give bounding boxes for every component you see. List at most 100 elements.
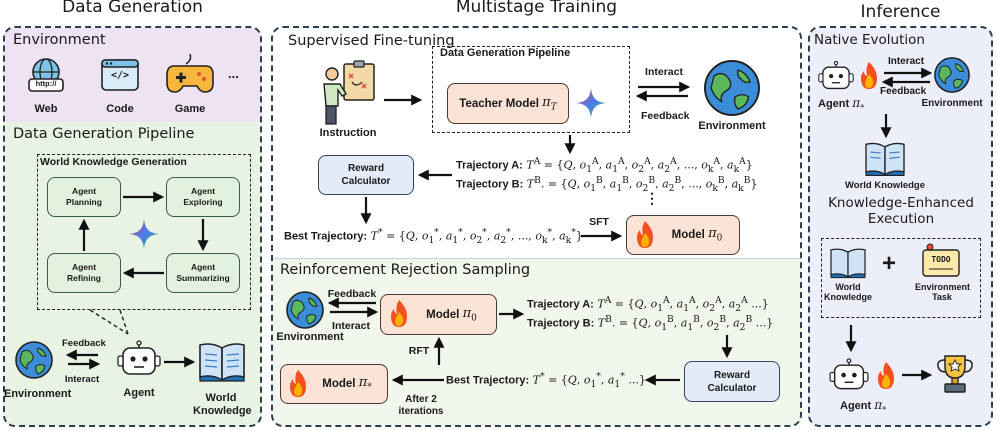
inference-agent-label: Agent π*	[818, 96, 864, 112]
after-iterations-label: After 2 iterations	[398, 394, 444, 417]
sft-trajectory-a: Trajectory A: TA = {Q, o1A, a1A, o2A, a2…	[456, 156, 753, 175]
final-agent-label: Agent π*	[840, 398, 886, 414]
env-item-game: Game	[174, 103, 206, 115]
inference-feedback-label: Feedback	[880, 86, 927, 97]
flame-icon-inference	[861, 62, 877, 89]
env-label-left: Environment	[4, 388, 72, 400]
env-item-code: Code	[106, 103, 134, 115]
sft-best-label: Best Trajectory:	[284, 230, 368, 243]
instruction-teacher-icon	[323, 60, 375, 125]
earth-icon-sft	[704, 60, 760, 116]
environment-task-label: Environment Task	[915, 282, 971, 303]
plus-sign: +	[882, 250, 897, 277]
world-knowledge-book-icon	[199, 343, 245, 382]
teacher-model-symbol: πT	[542, 94, 557, 113]
sft-interact-label: Interact	[645, 66, 683, 78]
teacher-model-label: Teacher Model	[459, 97, 539, 110]
step-agent-refining: Agent Refining	[47, 253, 121, 293]
web-icon	[28, 58, 64, 92]
rrs-feedback-label: Feedback	[327, 288, 377, 300]
wkg-box	[37, 154, 251, 310]
interact-label-left: Interact	[64, 374, 100, 385]
env-item-web: Web	[34, 103, 58, 115]
section-title-inference: Inference	[860, 2, 941, 22]
kee-heading: Knowledge-Enhanced Execution	[828, 195, 974, 227]
agent-label-left: Agent	[123, 387, 155, 399]
rrs-trajectory-b-label: Trajectory B:	[527, 317, 595, 330]
pipeline-heading: Data Generation Pipeline	[13, 126, 195, 142]
rrs-best-trajectory: Best Trajectory: T* = {Q, o1*, a1* ...}	[446, 371, 646, 390]
feedback-label-left: Feedback	[62, 338, 106, 349]
agent-robot-icon-inference	[818, 60, 854, 90]
inference-interact-label: Interact	[887, 56, 925, 67]
panel-data-generation	[3, 26, 262, 427]
rrs-interact-label: Interact	[332, 320, 370, 332]
callout-line-left	[89, 309, 129, 335]
world-knowledge-book-icon-kee	[830, 248, 866, 279]
kee-world-knowledge-label: World Knowledge	[823, 282, 872, 303]
rrs-environment-label: Environment	[276, 331, 344, 343]
todo-text: TODO	[931, 255, 951, 264]
panel-multistage-training	[271, 26, 802, 427]
sft-best-trajectory: Best Trajectory: T* = {Q, o1*, a1*, o2*,…	[284, 227, 583, 246]
code-icon	[101, 59, 139, 91]
sft-heading: Supervised Fine-tuning	[288, 33, 455, 49]
sft-trajectory-b: Trajectory B: TB. = {Q, o1B, a1B, o2B, a…	[456, 175, 758, 194]
sft-trajectory-b-label: Trajectory B:	[456, 178, 524, 191]
model-pi0-symbol-sft: π0	[708, 226, 723, 244]
kee-box	[821, 238, 981, 318]
inference-environment-label: Environment	[921, 98, 983, 109]
inference-world-knowledge-label: World Knowledge	[844, 180, 926, 191]
step-agent-exploring: Agent Exploring	[166, 177, 240, 217]
sft-pipeline-label: Data Generation Pipeline	[440, 47, 571, 59]
todo-task-icon	[922, 243, 960, 277]
agent-robot-icon	[117, 340, 161, 375]
model-pi0-label-sft: Model	[671, 229, 705, 241]
sparkle-icon	[129, 219, 159, 249]
environment-heading: Environment	[13, 32, 106, 48]
flame-icon-inference-final	[878, 362, 894, 389]
section-title-multistage-training: Multistage Training	[455, 0, 618, 17]
wkg-heading: World Knowledge Generation	[40, 156, 187, 168]
code-icon-text: </>	[110, 70, 130, 81]
sft-pipeline-box	[432, 46, 630, 133]
panel-inference	[808, 26, 993, 427]
native-evolution-heading: Native Evolution	[814, 32, 925, 48]
final-agent-symbol: π*	[874, 398, 887, 415]
sft-environment-label: Environment	[698, 120, 766, 132]
gamepad-icon	[166, 53, 214, 93]
world-knowledge-book-icon-inference	[865, 142, 905, 176]
callout-line-right	[119, 309, 129, 335]
trophy-icon	[937, 355, 973, 393]
env-ellipsis: ...	[228, 66, 239, 81]
sft-feedback-label: Feedback	[641, 110, 690, 122]
inference-agent-symbol: π*	[852, 96, 865, 113]
step-agent-summarizing: Agent Summarizing	[166, 253, 240, 293]
sft-trajectory-a-label: Trajectory A:	[456, 159, 523, 172]
agent-robot-icon-final	[829, 358, 869, 390]
flame-icon-rrs	[391, 300, 407, 327]
model-pi0-symbol-rrs: π0	[462, 305, 477, 324]
instruction-label: Instruction	[319, 127, 377, 139]
flame-icon-sft	[637, 221, 653, 248]
teacher-model-box: Teacher Model πT	[447, 83, 569, 124]
sft-vertical-ellipsis: ⋮	[645, 190, 659, 206]
rrs-trajectory-a: Trajectory A: TA = {Q, o1A, a1A, o2A, a2…	[527, 295, 769, 314]
web-url-text: http://	[35, 79, 57, 88]
world-knowledge-label-left: World Knowledge	[193, 392, 252, 417]
inference-agent-text: Agent	[818, 98, 850, 110]
final-agent-text: Agent	[840, 400, 872, 412]
reward-calculator-box-rrs: Reward Calculator	[684, 361, 780, 402]
earth-icon-rrs	[286, 291, 324, 329]
sft-label: SFT	[589, 216, 609, 228]
earth-icon	[15, 341, 53, 379]
reward-calculator-box: Reward Calculator	[318, 155, 414, 195]
rrs-heading: Reinforcement Rejection Sampling	[280, 262, 531, 278]
training-divider	[273, 258, 800, 259]
rrs-trajectory-a-label: Trajectory A:	[527, 298, 594, 311]
model-pi0-label-rrs: Model	[426, 308, 460, 321]
rrs-trajectory-b: Trajectory B: TB. = {Q, o1B, a1B, o2B, a…	[527, 314, 774, 333]
section-title-data-generation: Data Generation	[62, 0, 203, 17]
